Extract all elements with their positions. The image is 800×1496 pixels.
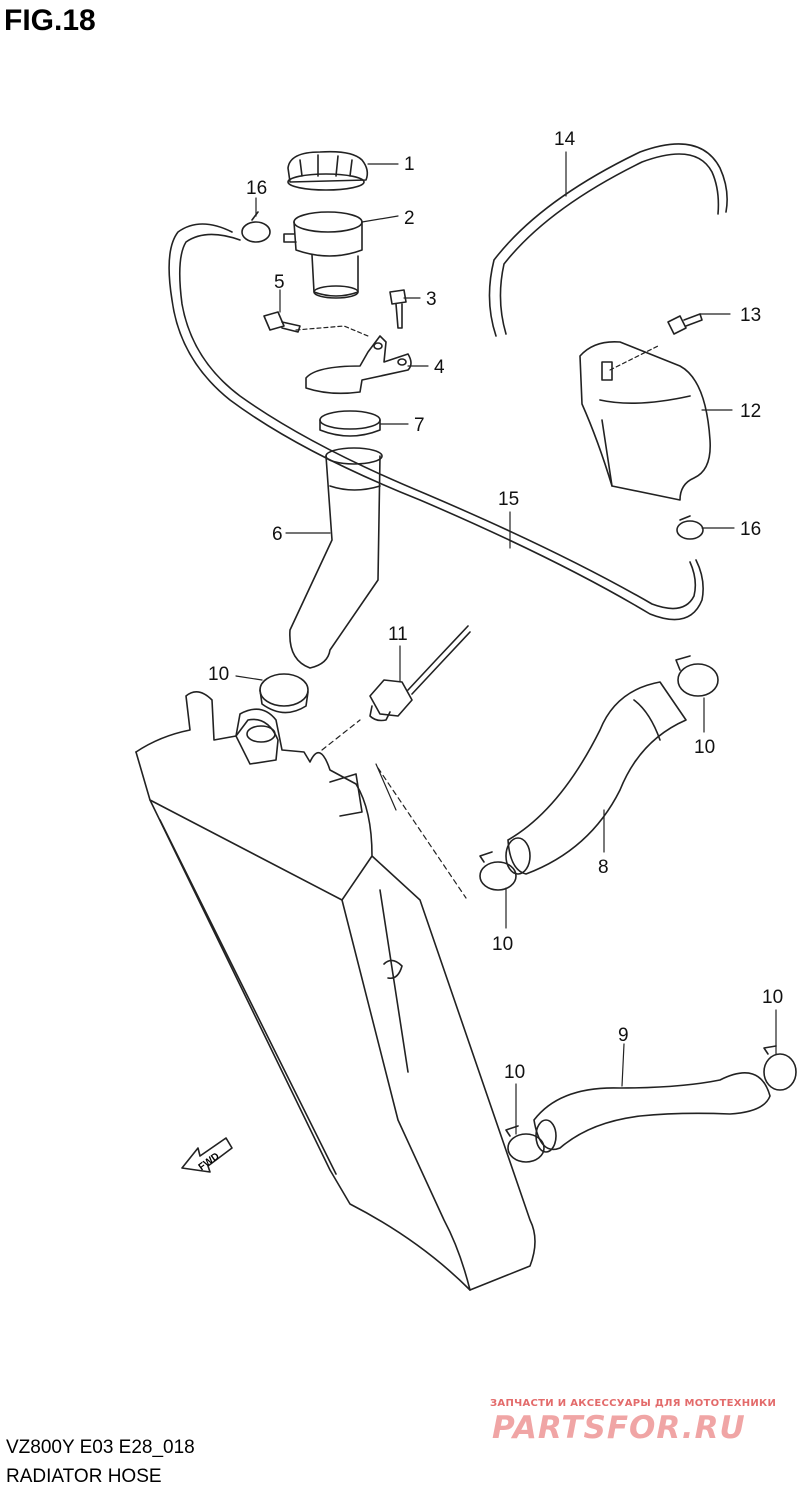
overflow-hose-15: [168, 223, 704, 621]
lower-hose-8: [505, 681, 687, 875]
reservoir-hose-14: [488, 143, 728, 337]
radiator-cap: [287, 150, 369, 191]
callout-10-middle: 10: [492, 934, 513, 955]
clip-16-right: [676, 515, 704, 540]
callout-3: 3: [426, 289, 437, 310]
hose-clamp-10-b: [479, 851, 517, 891]
watermark-logo: PARTSFOR.RU: [492, 1410, 746, 1446]
callout-13: 13: [740, 305, 761, 326]
callout-12: 12: [740, 401, 761, 422]
callout-10-right: 10: [694, 737, 715, 758]
callout-16-top: 16: [246, 178, 267, 199]
callout-10-upper-left: 10: [208, 664, 229, 685]
model-caption: VZ800Y E03 E28_018: [6, 1437, 195, 1458]
callout-10-lower-right: 10: [762, 987, 783, 1008]
screw-13: [667, 313, 703, 335]
hose-clamp-10-c: [505, 1125, 545, 1163]
thermo-switch: [369, 625, 471, 722]
hose-clamp-10-d: [763, 1045, 797, 1091]
filler-neck: [283, 211, 363, 299]
watermark-tagline: ЗАПЧАСТИ И АКСЕССУАРЫ ДЛЯ МОТОТЕХНИКИ: [490, 1398, 777, 1409]
callout-9: 9: [618, 1025, 629, 1046]
callout-2: 2: [404, 208, 415, 229]
callout-labels: 1 2 3 4 5 6 7 8 9 10 10 10 10 10 11 12 1…: [197, 129, 783, 1173]
bracket: [305, 335, 412, 395]
hose-clamp-10-a: [675, 655, 719, 697]
callout-7: 7: [414, 415, 425, 436]
clip-16-top: [241, 211, 271, 243]
bolt-5: [263, 311, 301, 333]
callout-5: 5: [274, 272, 285, 293]
radiator-body: [135, 691, 536, 1291]
callout-16-right: 16: [740, 519, 761, 540]
callout-15: 15: [498, 489, 519, 510]
forward-arrow: [181, 1137, 233, 1173]
hose-clamp-10-upper: [259, 673, 309, 714]
bolt-3: [389, 289, 407, 329]
hose-clamp-7: [319, 410, 381, 437]
upper-hose: [289, 447, 383, 669]
callout-1: 1: [404, 154, 415, 175]
leader-lines: [235, 151, 777, 1135]
callout-8: 8: [598, 857, 609, 878]
lower-hose-9: [533, 1072, 771, 1153]
callout-6: 6: [272, 524, 283, 545]
reservoir-tank: [579, 340, 711, 501]
section-caption: RADIATOR HOSE: [6, 1466, 162, 1487]
callout-14: 14: [554, 129, 576, 150]
callout-11: 11: [388, 624, 408, 645]
figure-title: FIG.18: [4, 4, 96, 37]
parts-diagram: 1 2 3 4 5 6 7 8 9 10 10 10 10 10 11 12 1…: [135, 129, 797, 1291]
callout-10-lower-left: 10: [504, 1062, 525, 1083]
callout-4: 4: [434, 357, 445, 378]
